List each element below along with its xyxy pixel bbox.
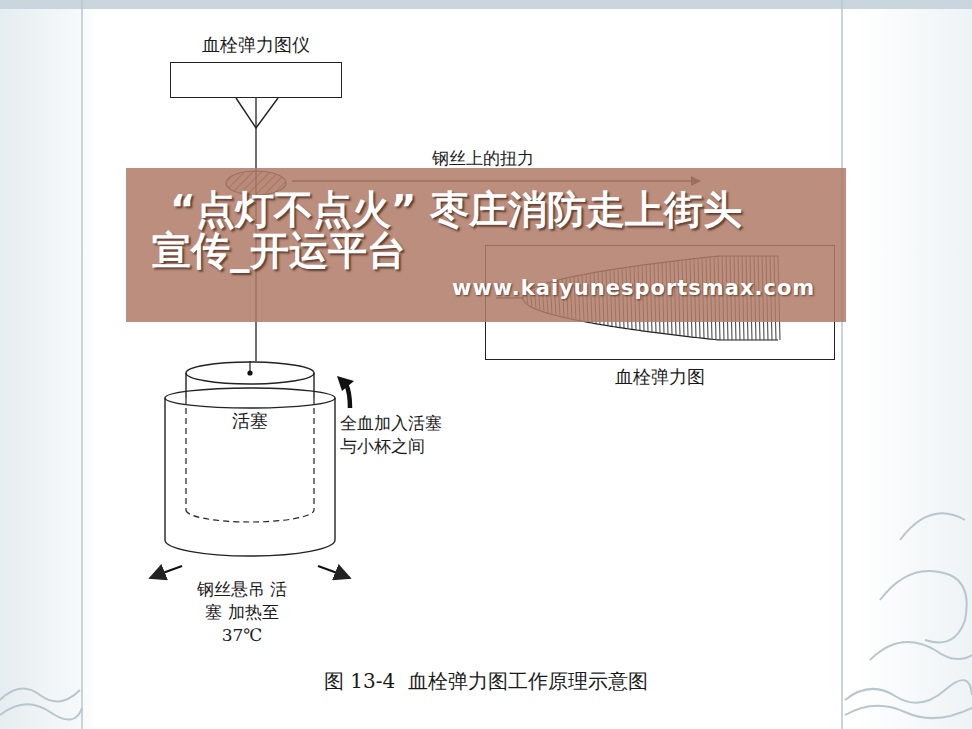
note-label: 钢丝悬吊 活塞 加热至37℃: [192, 578, 292, 647]
piston-outline: [185, 361, 315, 523]
pour-arrow: [337, 376, 354, 408]
node-label: 活塞: [145, 409, 355, 433]
torque-label: 钢丝上的扭力: [432, 147, 562, 170]
wave-decoration: [0, 513, 972, 719]
node-label: 血栓弹力图仪: [131, 33, 381, 57]
page-edge: [841, 0, 843, 729]
page-edge: [81, 0, 83, 729]
note-label: 全血加入活塞 与小杯之间: [340, 412, 460, 458]
node-label: 血栓弹力图: [446, 365, 874, 389]
watermark-text: “点灯不点火” 枣庄消防走上街头 宣传_开运平台: [152, 190, 792, 272]
rotation-arrow: [150, 566, 350, 578]
instrument-box: 血栓弹力图仪: [170, 62, 342, 98]
watermark-banner: “点灯不点火” 枣庄消防走上街头 宣传_开运平台 www.kaiyunesport…: [126, 168, 846, 322]
watermark-url: www.kaiyunesportsmax.com: [452, 276, 815, 300]
piston-cylinder: 活塞: [185, 361, 315, 523]
top-bar: [0, 0, 972, 9]
figure-caption: 图 13-4 血栓弹力图工作原理示意图: [0, 668, 972, 695]
funnel: [236, 98, 278, 128]
